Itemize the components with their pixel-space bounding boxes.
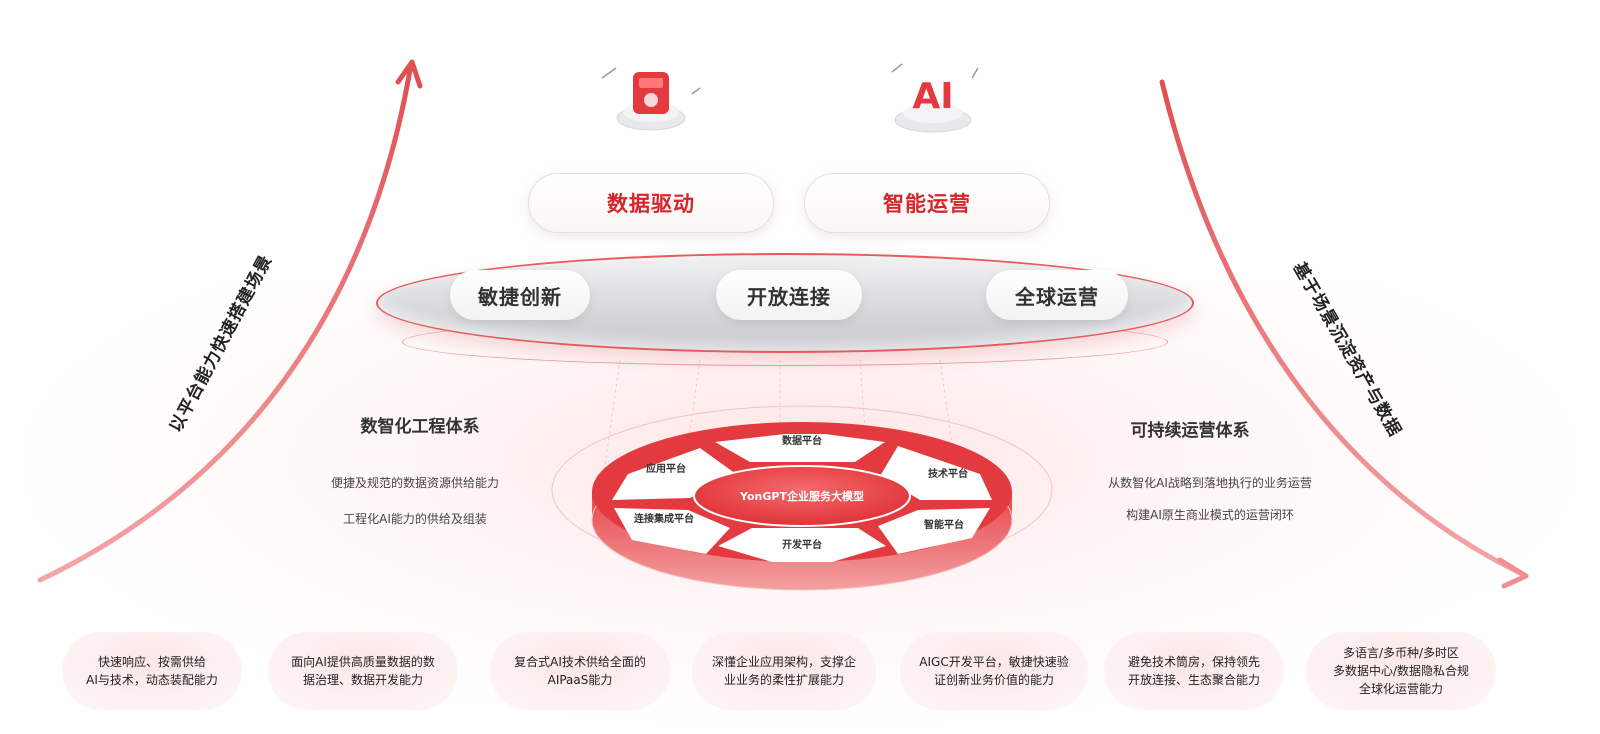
platform-label-app: 应用平台: [646, 462, 686, 475]
mid-pill-agile-innovation: 敏捷创新: [450, 270, 590, 320]
platform-label-tech: 技术平台: [928, 467, 968, 480]
platform-label-dev: 开发平台: [782, 538, 822, 551]
segment-data: [715, 434, 885, 462]
core-center-label: YonGPT企业服务大模型: [739, 489, 864, 503]
bottom-card-5: AIGC开发平台，敏捷快速验 证创新业务价值的能力: [900, 632, 1088, 710]
bottom-card-3: 复合式AI技术供给全面的 AIPaaS能力: [490, 632, 670, 710]
right-system-title: 可持续运营体系: [1130, 421, 1250, 441]
right-system-item-2: 构建AI原生商业模式的运营闭环: [1126, 508, 1294, 522]
bottom-card-2: 面向AI提供高质量数据的数 据治理、数据开发能力: [268, 632, 458, 710]
ai-icon-text: AI: [912, 76, 953, 117]
platform-label-integration: 连接集成平台: [634, 512, 694, 525]
segment-integration: [614, 508, 730, 554]
right-arrow-head: [1497, 557, 1529, 589]
mid-pill-open-connection: 开放连接: [716, 270, 862, 320]
platform-label-intelligent: 智能平台: [924, 518, 964, 531]
right-system-item-1: 从数智化AI战略到落地执行的业务运营: [1108, 476, 1312, 490]
left-system-item-2: 工程化AI能力的供给及组装: [343, 512, 487, 526]
bottom-card-1: 快速响应、按需供给 AI与技术，动态装配能力: [62, 632, 242, 710]
left-system-item-1: 便捷及规范的数据资源供给能力: [330, 476, 499, 490]
platform-label-data: 数据平台: [782, 434, 822, 447]
segment-intelligent: [878, 508, 990, 554]
data-drive-icon: [601, 67, 701, 131]
top-pill-data-driven: 数据驱动: [528, 173, 774, 233]
bottom-card-6: 避免技术筒房，保持领先 开放连接、生态聚合能力: [1104, 632, 1284, 710]
right-arrow-curve: [1159, 79, 1525, 577]
ai-icon: AI: [891, 63, 979, 133]
left-arrow-head: [395, 59, 423, 89]
segment-tech: [880, 446, 992, 500]
bottom-card-4: 深懂企业应用架构，支撑企 业业务的柔性扩展能力: [692, 632, 876, 710]
top-pill-intelligent-operation: 智能运营: [804, 173, 1050, 233]
mid-pill-global-operation: 全球运营: [986, 270, 1128, 320]
bottom-card-7: 多语言/多币种/多时区 多数据中心/数据隐私合规 全球化运营能力: [1306, 632, 1496, 710]
core-center: [693, 465, 911, 527]
segment-dev: [718, 528, 886, 562]
left-system-title: 数智化工程体系: [360, 417, 480, 437]
core-platform-diagram: YonGPT企业服务大模型 数据平台 技术平台 智能平台 开发平台 连接集成平台…: [551, 359, 1053, 591]
left-arrow-curve: [37, 67, 413, 583]
